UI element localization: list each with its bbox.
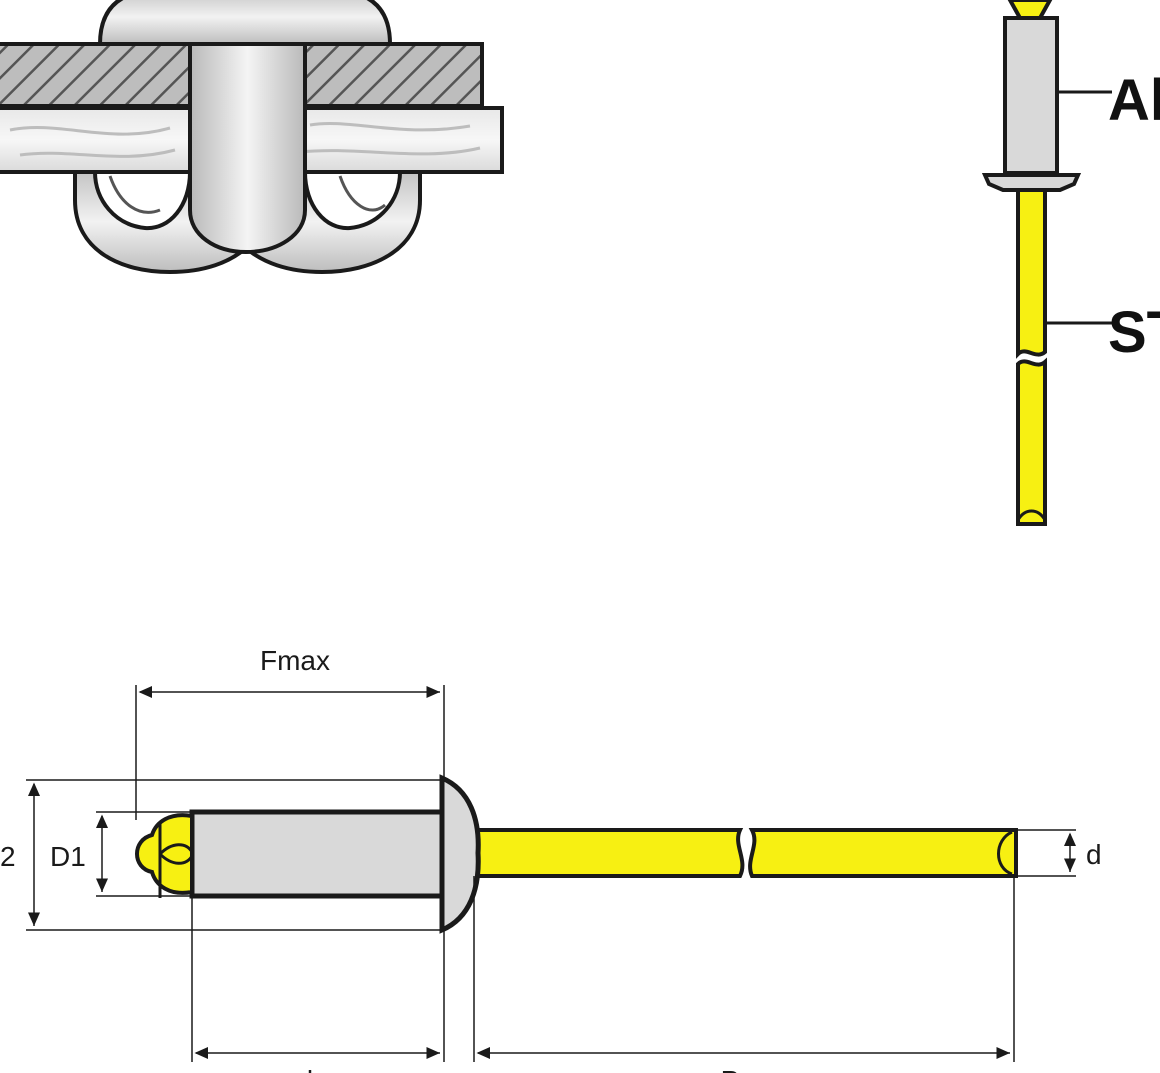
installed-rivet-section xyxy=(0,0,504,275)
p-label: P xyxy=(721,1065,740,1073)
rivet-body-vertical xyxy=(1003,16,1059,175)
l-label: l xyxy=(307,1065,313,1073)
stem-left xyxy=(468,828,745,878)
rivet-flange-horizontal xyxy=(439,774,481,934)
callout-al: Al xyxy=(1108,68,1160,133)
d2-label: 2 xyxy=(0,841,16,872)
rivet-head xyxy=(97,0,393,46)
stem-right xyxy=(748,828,1018,878)
fmax-label: Fmax xyxy=(260,645,330,676)
stem-upper xyxy=(1016,188,1047,359)
rivet-body-horizontal xyxy=(189,809,447,899)
d-label: d xyxy=(1086,839,1102,870)
horizontal-rivet: Fmax 2 D1 d l P xyxy=(0,645,1102,1073)
vertical-rivet: Al ST xyxy=(981,0,1160,526)
rivet-flange-vertical xyxy=(981,173,1082,192)
callout-st: ST xyxy=(1108,300,1160,365)
mandrel-head-top xyxy=(1007,0,1053,20)
d1-label: D1 xyxy=(50,841,86,872)
rivet-shank xyxy=(188,42,307,255)
stem-lower xyxy=(1016,357,1047,526)
mandrel-head-left xyxy=(135,813,194,895)
